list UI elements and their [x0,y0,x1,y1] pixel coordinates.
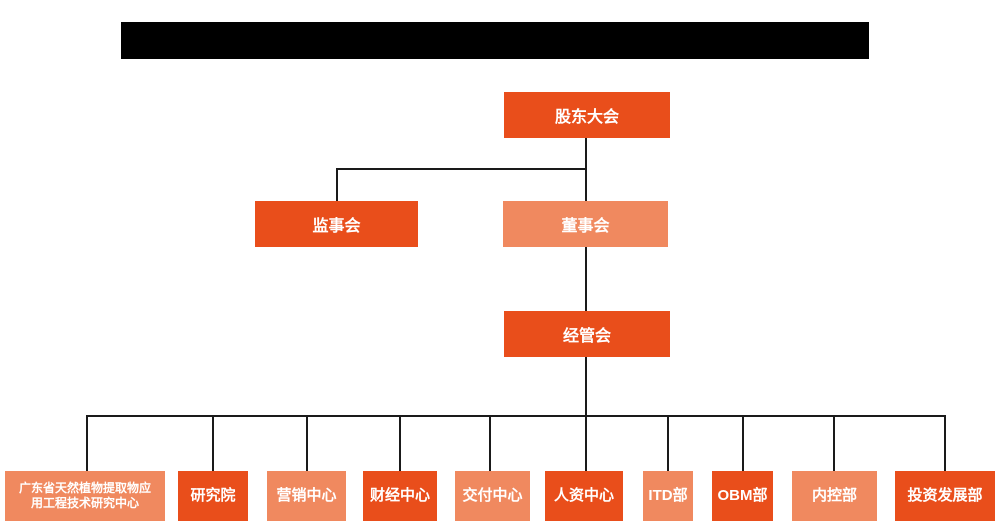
node-label: 股东大会 [554,109,619,126]
node-dept-research-institute: 研究院 [178,471,248,521]
node-label: 营销中心 [276,486,337,504]
node-dept-delivery-center: 交付中心 [455,471,530,521]
connector-drop-dept-2 [306,416,308,471]
connector-drop-dept-3 [399,416,401,471]
connector-branch-supervisory [336,168,587,170]
node-dept-itd: ITD部 [643,471,693,521]
node-label: 广东省天然植物提取物应用工程技术研究中心 [18,481,151,510]
connector-distributor [86,415,946,417]
connector-drop-dept-9 [944,416,946,471]
node-label: OBM部 [717,486,768,504]
connector-drop-supervisory [336,168,338,201]
node-label: 内控部 [811,486,857,504]
node-shareholders-meeting: 股东大会 [504,92,670,138]
connector-board-management [585,247,587,311]
node-management-committee: 经管会 [504,311,670,357]
connector-drop-dept-0 [86,416,88,471]
connector-drop-dept-8 [833,416,835,471]
node-dept-marketing-center: 营销中心 [267,471,346,521]
node-dept-investment-development: 投资发展部 [895,471,995,521]
node-dept-obm: OBM部 [712,471,773,521]
connector-management-departments [585,357,587,471]
node-supervisory-board: 监事会 [255,201,418,247]
node-dept-finance-center: 财经中心 [363,471,437,521]
redacted-title-bar [121,22,869,59]
connector-drop-dept-7 [742,416,744,471]
node-label: 投资发展部 [907,486,983,504]
node-dept-research-center: 广东省天然植物提取物应用工程技术研究中心 [5,471,165,521]
node-board-of-directors: 董事会 [503,201,668,247]
connector-drop-dept-1 [212,416,214,471]
connector-drop-dept-6 [667,416,669,471]
node-label: 交付中心 [462,486,523,504]
node-label: 研究院 [190,486,236,504]
node-label: 经管会 [562,328,611,345]
node-label: 监事会 [312,218,361,235]
node-dept-internal-control: 内控部 [792,471,877,521]
node-label: ITD部 [648,486,688,504]
node-label: 董事会 [561,218,610,235]
node-label: 人资中心 [553,486,614,504]
node-label: 财经中心 [369,486,430,504]
connector-drop-dept-4 [489,416,491,471]
node-dept-hr-center: 人资中心 [545,471,623,521]
